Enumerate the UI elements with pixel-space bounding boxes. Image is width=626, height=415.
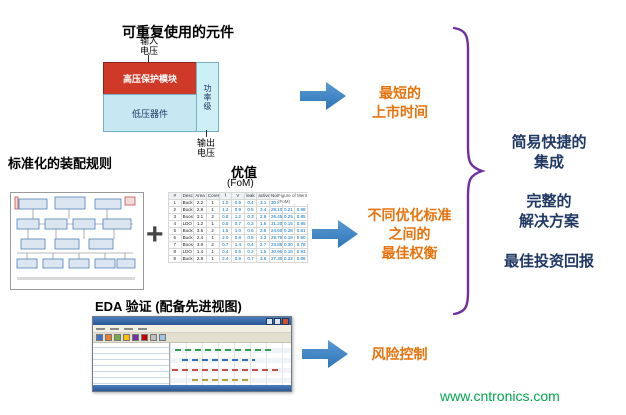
eda-body	[93, 343, 291, 385]
output-voltage-label: 输出 电压	[196, 138, 215, 158]
hv-protection-module-label: 高压保护模块	[122, 74, 177, 84]
summary-item-roi: 最佳投资回报	[503, 253, 594, 270]
fom-table: #DescriptionAreaCoresfVleakactiveNominal…	[168, 192, 308, 263]
eda-titlebar	[93, 317, 291, 325]
eda-waveform-area	[170, 343, 291, 385]
output-connector-line	[206, 130, 207, 137]
low-voltage-devices-label: 低压器件	[131, 108, 168, 119]
schematic-thumbnail	[10, 192, 144, 290]
input-voltage-label: 输入 电压	[139, 36, 158, 56]
power-stage-box: 功率级	[196, 62, 219, 132]
schematic-graphic	[14, 196, 136, 280]
reusable-components-title: 可重复使用的元件	[122, 24, 234, 40]
minimize-icon	[266, 317, 273, 325]
fom-sublabel: (FoM)	[227, 178, 254, 189]
toolbar-icon	[114, 334, 121, 341]
eda-statusbar	[93, 385, 291, 391]
eda-title: EDA 验证 (配备先进视图)	[95, 299, 242, 314]
waveform-signal	[182, 359, 255, 361]
blue-arrow-icon-2	[312, 220, 358, 248]
eda-toolbar	[93, 333, 291, 343]
waveform-signal	[172, 369, 279, 371]
eda-menubar	[93, 325, 291, 333]
toolbar-icon	[132, 334, 139, 341]
menu-item-dash	[96, 327, 105, 330]
waveform-signal	[174, 349, 272, 351]
low-voltage-devices-box: 低压器件	[103, 94, 197, 132]
waveform-signal	[191, 379, 253, 381]
eda-tree-panel	[93, 343, 170, 385]
hv-protection-module-box: 高压保护模块	[103, 62, 197, 95]
benefit-risk-control: 风险控制	[371, 346, 428, 362]
blue-arrow-icon-3	[302, 340, 348, 368]
assembly-rules-title: 标准化的装配规则	[8, 156, 113, 171]
fom-caption: Figure of Merit (FoM)	[278, 193, 310, 204]
blue-arrow-icon-1	[300, 82, 346, 110]
toolbar-icon	[141, 334, 148, 341]
menu-item-dash	[124, 327, 133, 330]
fom-table-wrapper: #DescriptionAreaCoresfVleakactiveNominal…	[168, 192, 310, 290]
plus-sign: +	[146, 218, 164, 251]
maximize-icon	[274, 317, 281, 325]
close-icon	[282, 317, 289, 325]
summary-item-integration: 简易快捷的 集成	[511, 134, 587, 171]
summary-item-solution: 完整的 解决方案	[518, 193, 579, 230]
site-watermark: www.cntronics.com	[440, 388, 560, 404]
eda-window	[92, 316, 292, 392]
fom-label: 优值	[231, 165, 258, 180]
curly-brace	[452, 26, 486, 316]
toolbar-icon	[105, 334, 112, 341]
menu-item-dash	[110, 327, 119, 330]
toolbar-icon	[123, 334, 130, 341]
benefit-tradeoff: 不同优化标准 之间的 最佳权衡	[367, 207, 452, 261]
toolbar-icon	[159, 334, 166, 341]
menu-item-dash	[138, 327, 147, 330]
toolbar-icon	[150, 334, 157, 341]
toolbar-icon	[96, 334, 103, 341]
benefit-time-to-market: 最短的 上市时间	[372, 85, 428, 120]
power-stage-label: 功率级	[203, 83, 212, 111]
input-connector-line	[148, 55, 149, 62]
